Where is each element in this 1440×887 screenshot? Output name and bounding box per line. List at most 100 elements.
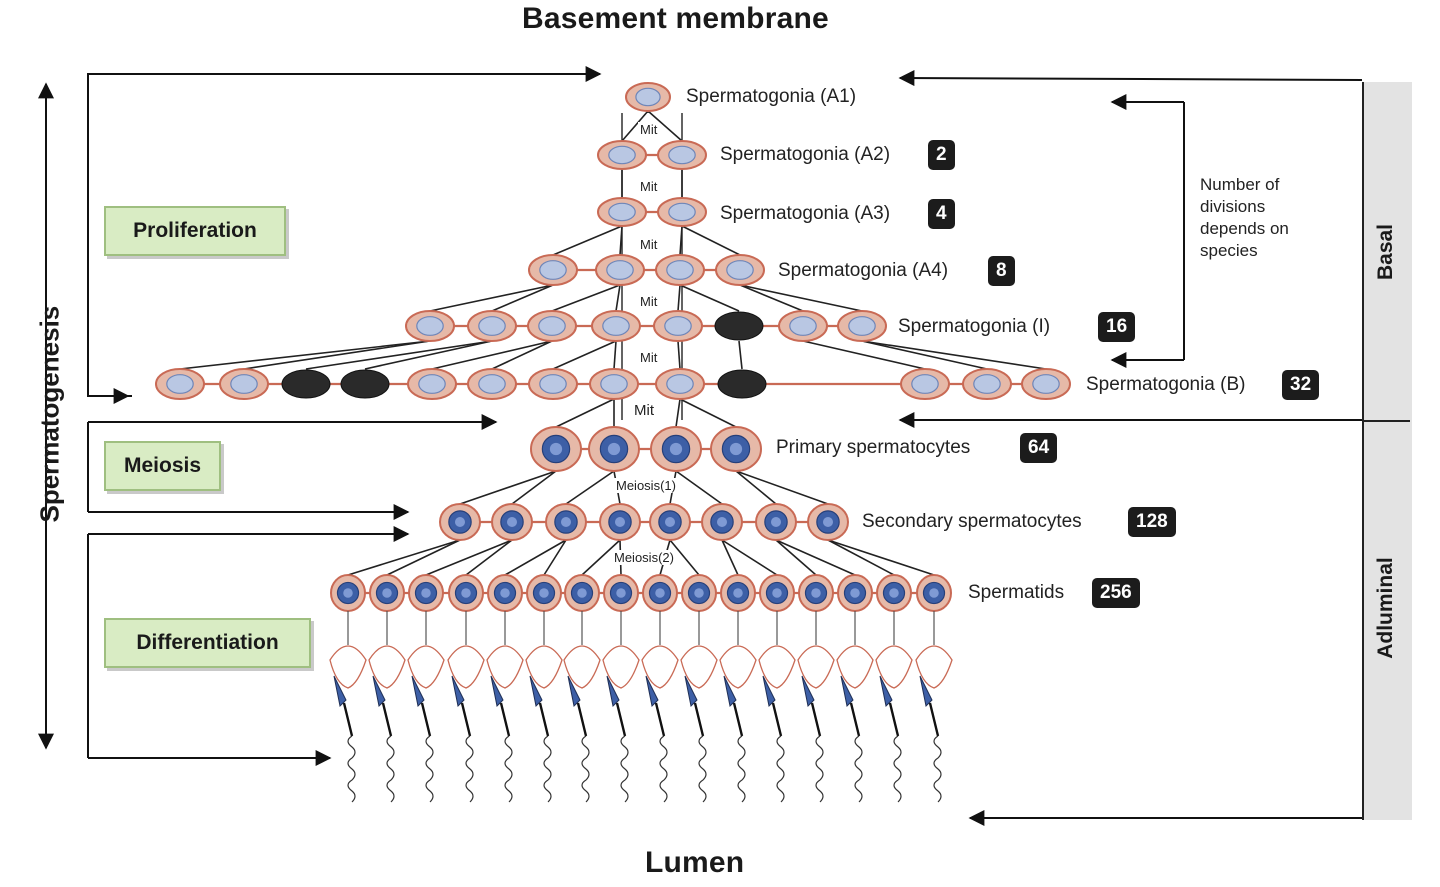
sperm-head <box>606 675 620 708</box>
division-label-mit: Mit <box>638 122 660 137</box>
residual-body <box>719 645 757 689</box>
sperm-tail <box>933 735 942 803</box>
chromatin <box>560 516 572 528</box>
chromatin <box>822 516 834 528</box>
sperm-midpiece <box>576 702 588 737</box>
lineage-line <box>861 340 988 370</box>
chromatin <box>343 588 353 598</box>
lineage-line <box>802 340 926 370</box>
chromatin <box>729 442 743 456</box>
lineage-line <box>677 284 681 312</box>
lineage-line <box>551 284 621 312</box>
lineage-line <box>675 398 681 428</box>
lineage-line <box>565 470 615 505</box>
cell-nucleus <box>478 316 506 336</box>
chromatin <box>539 588 549 598</box>
lineage-line <box>305 340 493 370</box>
lineage-line <box>543 539 567 576</box>
residual-body <box>368 645 406 689</box>
sperm-head <box>684 675 698 708</box>
cell-nucleus <box>606 260 634 280</box>
chromatin <box>770 516 782 528</box>
lineage-line <box>735 470 829 505</box>
title-basement-membrane: Basement membrane <box>522 2 829 35</box>
lineage-line <box>775 539 817 576</box>
sperm-midpiece <box>460 702 472 737</box>
lineage-line <box>613 340 617 370</box>
sperm-head <box>645 675 659 708</box>
stage-label-secondary-spermatocytes: Secondary spermatocytes <box>862 511 1082 532</box>
cell-nucleus <box>539 374 567 394</box>
lineage-line <box>738 340 743 370</box>
division-note-line: species <box>1200 241 1258 260</box>
cell-nucleus <box>1032 374 1060 394</box>
lineage-line <box>721 539 778 576</box>
sperm-cells <box>329 611 953 803</box>
residual-body <box>797 645 835 689</box>
chromatin <box>616 588 626 598</box>
zone-panel <box>1362 82 1412 820</box>
chromatin <box>694 588 704 598</box>
sperm-midpiece <box>732 702 744 737</box>
lineage-line <box>555 398 615 428</box>
sperm-head <box>333 675 347 708</box>
lineage-line <box>615 284 621 312</box>
sperm-midpiece <box>538 702 550 737</box>
stage-label-a4: Spermatogonia (A4) <box>778 260 949 281</box>
cell-nucleus <box>668 202 696 222</box>
cell-nucleus <box>608 145 636 165</box>
lineage-line <box>681 225 741 256</box>
lineage-line <box>861 340 1047 370</box>
sperm-tail <box>581 735 590 803</box>
cell-nucleus <box>478 374 506 394</box>
chromatin <box>607 442 621 456</box>
sperm-tail <box>465 735 474 803</box>
sperm-head <box>723 675 737 708</box>
title-lumen: Lumen <box>645 846 745 879</box>
lineage-line <box>429 284 554 312</box>
lineage-line <box>581 539 621 576</box>
stage-label-b: Spermatogonia (B) <box>1086 374 1246 395</box>
residual-body <box>758 645 796 689</box>
sperm-head <box>451 675 465 708</box>
sperm-midpiece <box>693 702 705 737</box>
count-badge-a3: 4 <box>928 199 955 229</box>
degenerating-cell <box>340 369 390 399</box>
lineage-line <box>243 340 431 370</box>
lineage-line <box>739 284 804 312</box>
chromatin <box>664 516 676 528</box>
chromatin <box>929 588 939 598</box>
lineage-line <box>739 284 863 312</box>
division-label-mit: Mit <box>632 402 656 419</box>
lineage-line <box>721 539 739 576</box>
lineage-line <box>552 340 617 370</box>
sperm-head <box>490 675 504 708</box>
residual-body <box>680 645 718 689</box>
residual-body <box>836 645 874 689</box>
cell-nucleus <box>668 145 696 165</box>
lineage-line <box>775 539 856 576</box>
residual-body <box>602 645 640 689</box>
cell-nucleus <box>608 202 636 222</box>
sperm-tail <box>698 735 707 803</box>
division-label-mit: Mit <box>638 179 660 194</box>
chromatin <box>850 588 860 598</box>
count-badge-a2: 2 <box>928 140 955 170</box>
sperm-head <box>567 675 581 708</box>
residual-body <box>875 645 913 689</box>
sperm-midpiece <box>928 702 940 737</box>
chromatin <box>669 442 683 456</box>
sperm-head <box>879 675 893 708</box>
phase-differentiation: Differentiation <box>104 618 311 668</box>
lineage-line <box>827 539 935 576</box>
lineage-line <box>679 284 740 312</box>
phase-proliferation: Proliferation <box>104 206 286 256</box>
zone-label-basal: Basal <box>1374 223 1397 281</box>
cell-nucleus <box>848 316 876 336</box>
sperm-tail <box>893 735 902 803</box>
cell-nucleus <box>416 316 444 336</box>
residual-body <box>915 645 953 689</box>
sperm-tail <box>504 735 513 803</box>
phase-meiosis: Meiosis <box>104 441 221 491</box>
lineage-line <box>735 470 777 505</box>
